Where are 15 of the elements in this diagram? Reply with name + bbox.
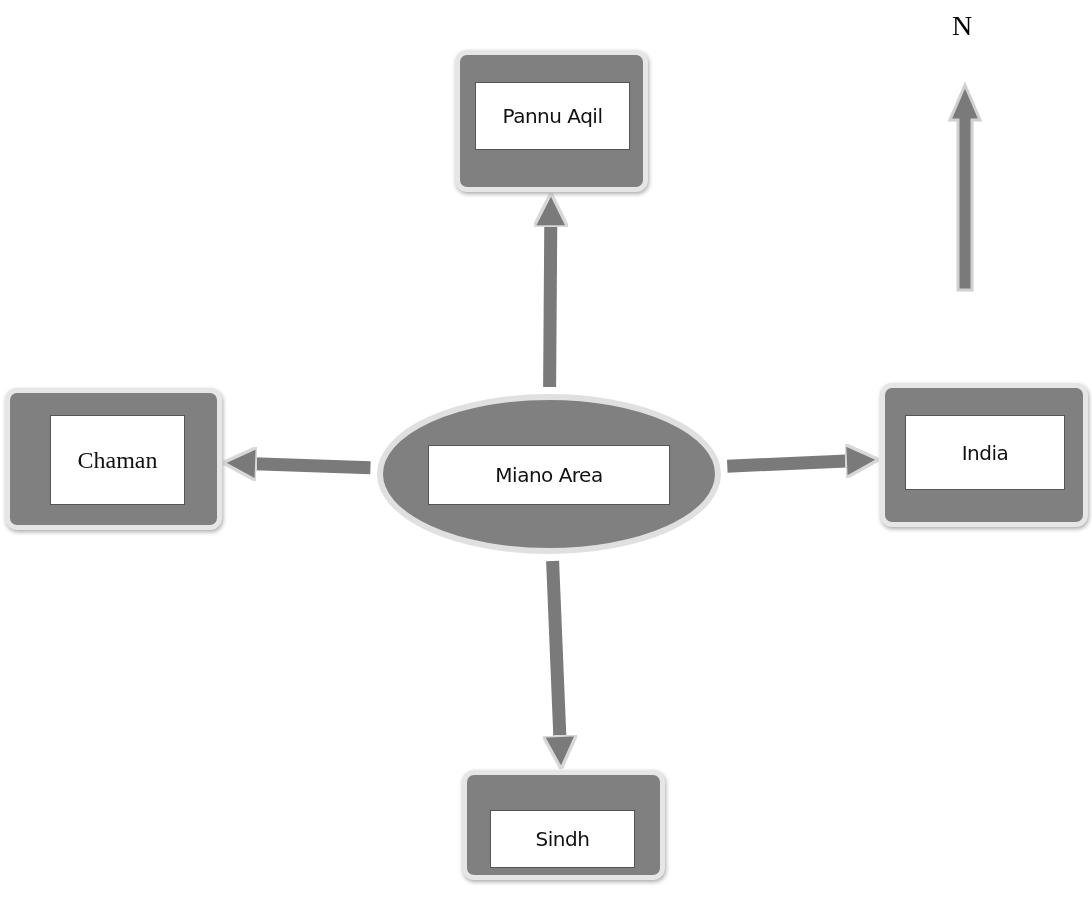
place-label: Sindh	[490, 810, 635, 868]
place-label: India	[905, 415, 1065, 490]
place-label: Pannu Aqil	[475, 82, 630, 150]
place-label: Miano Area	[428, 445, 670, 505]
place-label: Chaman	[50, 415, 185, 505]
location-box	[880, 383, 1088, 527]
arrow	[221, 445, 371, 483]
arrow	[541, 560, 579, 771]
location-box	[462, 770, 665, 880]
arrow	[727, 442, 881, 480]
ellipse-node	[376, 393, 722, 555]
arrow	[532, 191, 570, 388]
north-label: N	[952, 10, 973, 42]
location-box	[455, 50, 648, 192]
location-box	[5, 388, 222, 530]
